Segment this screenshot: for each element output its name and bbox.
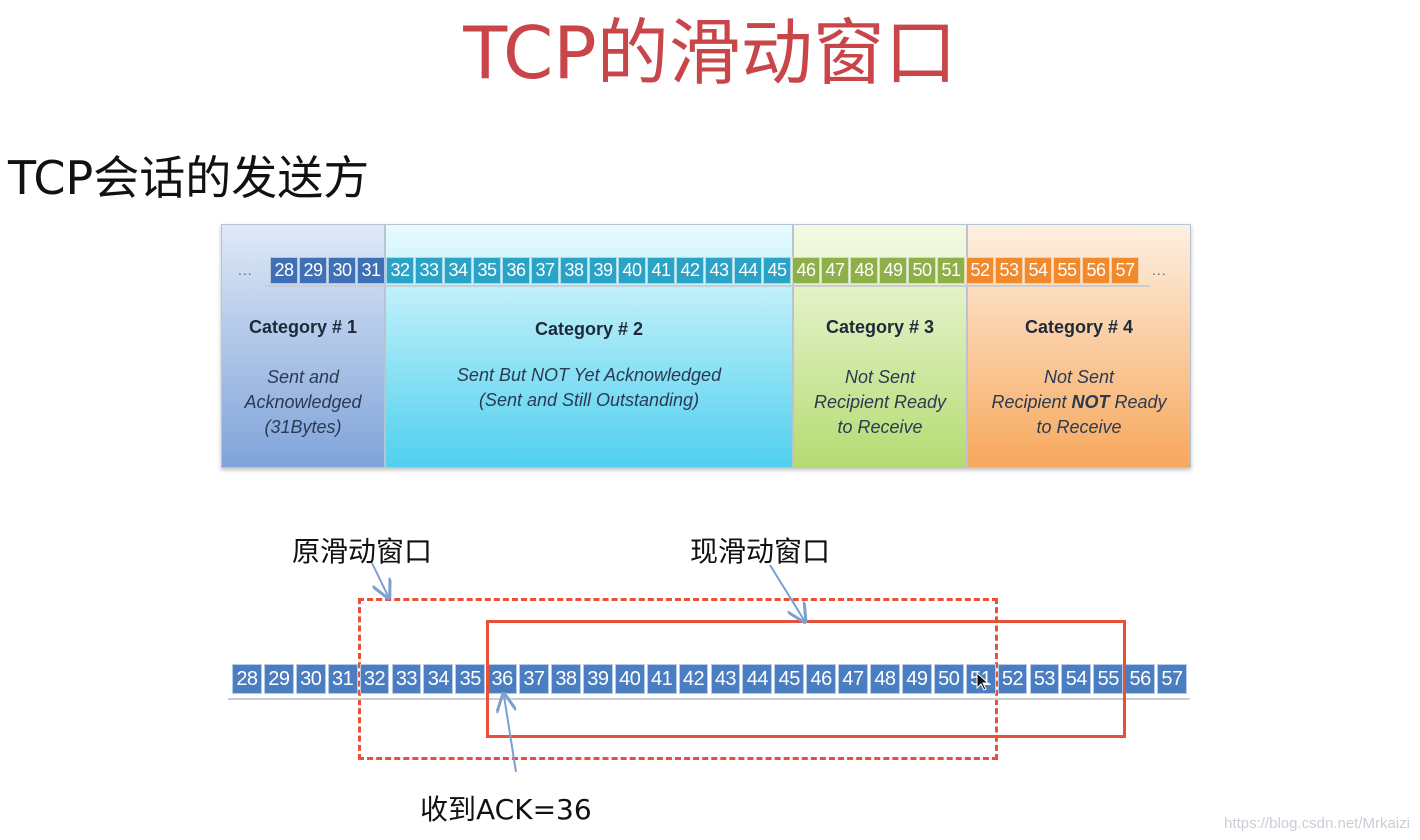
top-sequence-cell: 48 — [850, 257, 878, 284]
bottom-sequence-cell: 53 — [1029, 664, 1060, 694]
top-sequence-cell: 42 — [676, 257, 704, 284]
category-4-desc-text: Recipient — [991, 392, 1072, 412]
category-3-title: Category # 3 — [825, 317, 935, 337]
top-sequence-cell: 33 — [415, 257, 443, 284]
category-1-title: Category # 1 — [248, 317, 358, 337]
bottom-sequence-cell: 28 — [232, 664, 262, 694]
category-1-desc-line: Sent and — [266, 367, 340, 387]
top-sequence-cell: 49 — [879, 257, 907, 284]
category-4-description: Not Sent Recipient NOT Ready to Receive — [968, 365, 1190, 440]
bottom-sequence-cell: 54 — [1061, 664, 1092, 694]
bottom-sequence-cell: 39 — [582, 664, 613, 694]
top-sequence-cell: 43 — [705, 257, 733, 284]
top-sequence-cell: 39 — [589, 257, 617, 284]
top-sequence-cell: 35 — [473, 257, 501, 284]
top-sequence-cell: 46 — [792, 257, 820, 284]
top-sequence-cell: 36 — [502, 257, 530, 284]
bottom-sequence-cell: 48 — [870, 664, 900, 694]
top-sequence-cell: 32 — [386, 257, 414, 284]
bottom-sequence-cell: 43 — [710, 664, 741, 694]
bottom-sequence-cell: 29 — [263, 664, 294, 694]
bottom-sequence-cell: 34 — [423, 664, 454, 694]
category-4-desc-text: Ready — [1109, 392, 1167, 412]
top-sequence-cell: 45 — [763, 257, 791, 284]
bottom-sequence-cell: 32 — [359, 664, 390, 694]
top-sequence-cell: 38 — [560, 257, 588, 284]
top-sequence-cell: 47 — [821, 257, 849, 284]
category-4-desc-emphasis: NOT — [1071, 392, 1110, 412]
top-sequence-cell: 29 — [299, 257, 327, 284]
top-sequence-cell: 34 — [444, 257, 472, 284]
top-sequence-cell: 31 — [357, 257, 385, 284]
old-window-label: 原滑动窗口 — [292, 535, 433, 568]
top-sequence-cell: 57 — [1111, 257, 1139, 284]
ack-arrow — [504, 696, 517, 773]
category-4-desc-line: to Receive — [1036, 417, 1122, 437]
bottom-sequence-cell: 33 — [391, 664, 422, 694]
new-window-arrow — [769, 564, 804, 620]
bottom-sequence-cell: 45 — [774, 664, 805, 694]
category-2-title: Category # 2 — [534, 319, 644, 339]
old-window-arrow — [371, 562, 388, 596]
category-3-desc-line: Recipient Ready — [813, 392, 947, 412]
top-sequence-cell: 51 — [937, 257, 965, 284]
category-3-desc-line: Not Sent — [844, 367, 916, 387]
bottom-sequence-cell: 30 — [295, 664, 326, 694]
category-3-description: Not Sent Recipient Ready to Receive — [794, 365, 966, 440]
section-subtitle: TCP会话的发送方 — [8, 151, 370, 205]
bottom-sequence-cell: 41 — [646, 664, 677, 694]
bottom-sequence-cell: 57 — [1157, 664, 1187, 694]
category-4-desc-line: Recipient NOT Ready — [968, 390, 1190, 415]
top-sequence-cell: 30 — [328, 257, 356, 284]
top-sequence-cell: 55 — [1053, 257, 1081, 284]
top-sequence-cell: 44 — [734, 257, 762, 284]
bottom-sequence-baseline — [228, 698, 1190, 700]
watermark: https://blog.csdn.net/Mrkaizi — [1224, 815, 1410, 832]
mouse-cursor-icon — [976, 672, 990, 691]
top-sequence-cell: 28 — [270, 257, 298, 284]
category-4-title: Category # 4 — [1024, 317, 1134, 337]
bottom-sequence-cell: 42 — [678, 664, 709, 694]
category-3-desc-line: to Receive — [837, 417, 923, 437]
category-1-desc-line: Acknowledged — [244, 392, 362, 412]
bottom-sequence-cell: 40 — [614, 664, 645, 694]
ack-label: 收到ACK=36 — [420, 793, 592, 826]
old-sliding-window-box — [358, 598, 998, 760]
category-1-block: Category # 1 Sent and Acknowledged (31By… — [221, 224, 385, 468]
top-sequence-cell: 50 — [908, 257, 936, 284]
bottom-sequence-cell: 31 — [327, 664, 358, 694]
category-1-desc-line: (31Bytes) — [264, 417, 342, 437]
top-sequence-cell: 54 — [1024, 257, 1052, 284]
top-sequence-cell: 53 — [995, 257, 1023, 284]
top-sequence-cell: 37 — [531, 257, 559, 284]
bottom-sequence-cell: 36 — [487, 664, 518, 694]
bottom-sequence-cell: 44 — [742, 664, 773, 694]
bottom-sequence-cell: 50 — [933, 664, 964, 694]
category-2-description: Sent But NOT Yet Acknowledged (Sent and … — [386, 363, 792, 413]
bottom-sequence-cell: 56 — [1125, 664, 1156, 694]
bottom-sequence-cell: 49 — [901, 664, 932, 694]
bottom-sequence-cell: 38 — [551, 664, 581, 694]
top-sequence-cell: 40 — [618, 257, 646, 284]
bottom-sequence-cell: 35 — [455, 664, 486, 694]
top-sequence-baseline — [266, 285, 1150, 287]
new-window-label: 现滑动窗口 — [690, 535, 831, 568]
ellipsis-right: ... — [1152, 262, 1167, 278]
category-2-desc-line: Sent But NOT Yet Acknowledged — [456, 365, 722, 385]
category-4-desc-line: Not Sent — [1043, 367, 1115, 387]
top-sequence-cell: 41 — [647, 257, 675, 284]
page-title: TCP的滑动窗口 — [463, 11, 957, 95]
bottom-sequence-cell: 37 — [519, 664, 549, 694]
bottom-sequence-cell: 47 — [838, 664, 868, 694]
bottom-sequence-cell: 55 — [1093, 664, 1124, 694]
category-1-description: Sent and Acknowledged (31Bytes) — [222, 365, 384, 440]
top-sequence-cell: 56 — [1082, 257, 1110, 284]
top-sequence-cell: 52 — [966, 257, 994, 284]
bottom-sequence-cell: 46 — [806, 664, 837, 694]
bottom-sequence-cell: 52 — [997, 664, 1028, 694]
category-2-desc-line: (Sent and Still Outstanding) — [478, 390, 700, 410]
ellipsis-left: ... — [238, 262, 253, 278]
